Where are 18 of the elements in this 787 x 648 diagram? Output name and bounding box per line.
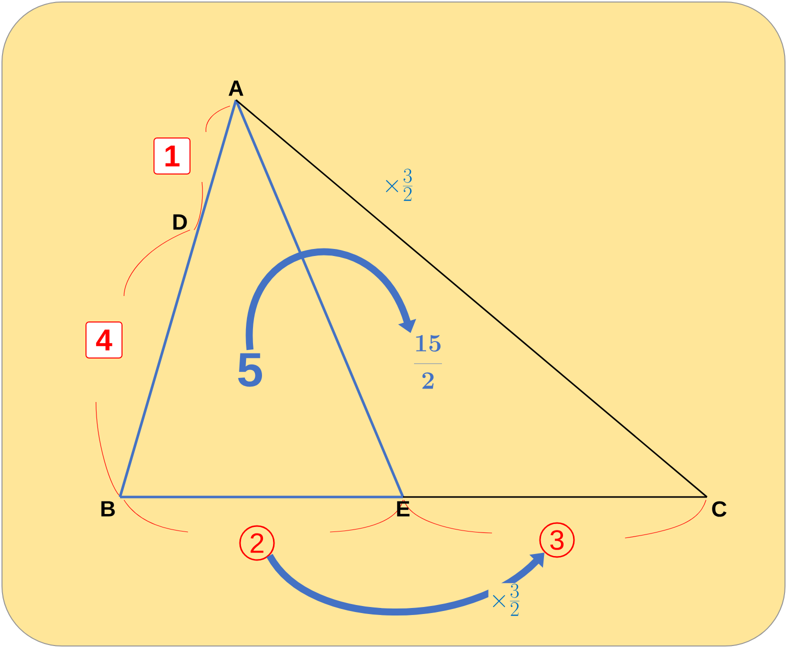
- triangle-side: [236, 99, 708, 498]
- curved-arrow: [266, 552, 544, 616]
- vertex-label: C: [712, 501, 726, 517]
- vertex-label: A: [228, 80, 244, 96]
- vertex-label: D: [173, 214, 187, 230]
- triangle-side: [403, 496, 707, 498]
- triangle-side: [118, 100, 238, 498]
- triangle-side: [120, 496, 403, 498]
- edge-label: $\times\frac{3}{2}$: [488, 583, 522, 617]
- ratio-box: 1: [154, 138, 190, 174]
- triangle-side: [234, 100, 404, 498]
- vertex-label: E: [397, 501, 410, 516]
- curved-arrow: [246, 248, 416, 350]
- ratio-box: 4: [86, 322, 122, 358]
- scale-factor: $\times\frac{3}{2}$: [386, 168, 412, 201]
- area-label: $\frac{15}{2}$: [414, 335, 442, 389]
- area-label: 5: [238, 353, 262, 387]
- vertex-label: B: [101, 501, 115, 516]
